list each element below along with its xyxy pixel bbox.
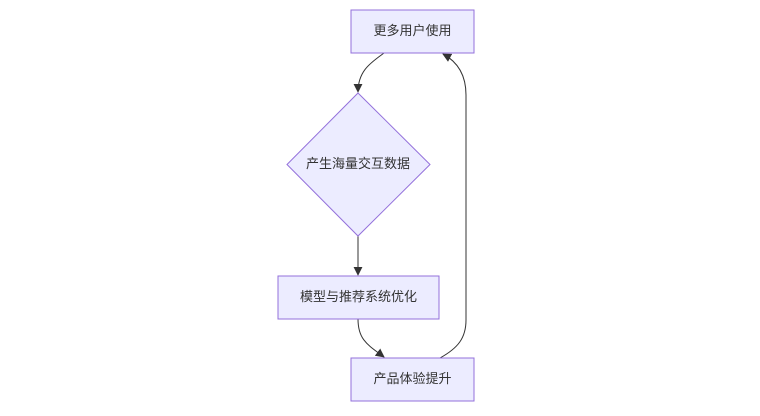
edge-experience-to-users (439, 53, 467, 359)
node-more-users-label: 更多用户使用 (373, 23, 451, 39)
node-model-recommendation-optimization-label: 模型与推荐系统优化 (300, 290, 417, 305)
node-massive-interaction-data-shape (286, 92, 431, 237)
edge-users-to-data (353, 52, 385, 93)
node-product-experience-improvement-shape (350, 357, 475, 402)
node-more-users[interactable]: 更多用户使用 (350, 9, 475, 54)
edges (353, 52, 467, 359)
node-massive-interaction-data[interactable]: 产生海量交互数据 (286, 92, 431, 237)
node-model-recommendation-optimization[interactable]: 模型与推荐系统优化 (277, 275, 440, 320)
node-product-experience-improvement[interactable]: 产品体验提升 (350, 357, 475, 402)
node-massive-interaction-data-label: 产生海量交互数据 (306, 156, 410, 172)
node-model-recommendation-optimization-shape (277, 275, 440, 320)
edge-optimization-to-experience (357, 318, 385, 358)
node-product-experience-improvement-label: 产品体验提升 (373, 371, 451, 387)
node-more-users-shape (350, 9, 475, 54)
